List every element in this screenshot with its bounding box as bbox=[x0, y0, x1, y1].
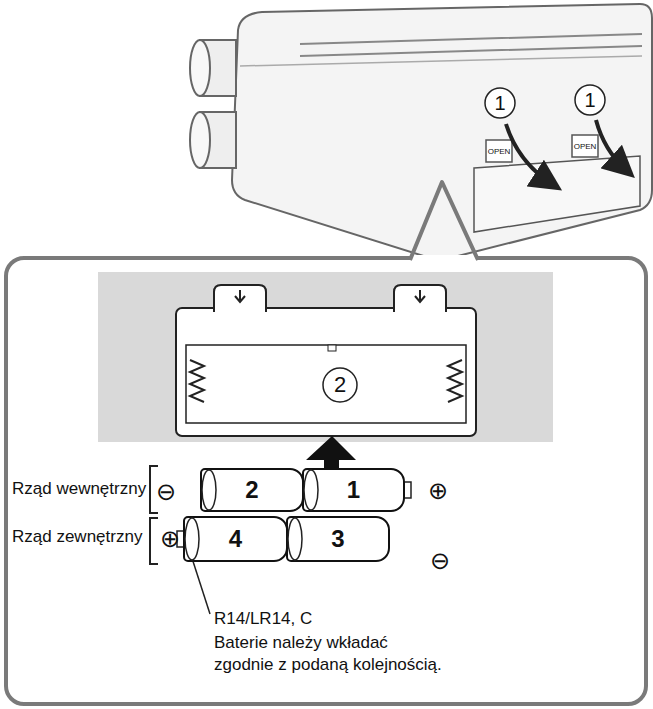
open-mark: OPEN bbox=[482, 146, 516, 158]
open-arrow bbox=[596, 120, 626, 170]
polarity-mark: ⊖ bbox=[426, 547, 454, 575]
battery-door bbox=[474, 156, 640, 232]
row-label: Rząd wewnętrzny bbox=[12, 478, 152, 502]
compartment-tab bbox=[394, 285, 446, 312]
battery-number: 4 bbox=[229, 525, 242, 552]
polarity-mark: ⊖ bbox=[152, 478, 180, 506]
notch bbox=[328, 345, 336, 351]
tab-arrow bbox=[235, 290, 245, 302]
battery-cell: 3 bbox=[286, 516, 390, 562]
polarity-mark: ⊕ bbox=[156, 525, 184, 553]
callout-frame bbox=[6, 258, 646, 704]
tab-arrow bbox=[415, 290, 425, 302]
compartment-tab bbox=[214, 285, 266, 312]
spring bbox=[190, 360, 204, 402]
open-arrow bbox=[506, 124, 552, 184]
knob bbox=[190, 40, 210, 96]
battery-number: 1 bbox=[347, 476, 360, 503]
compartment-inner bbox=[186, 345, 466, 423]
row-label: Rząd zewnętrzny bbox=[12, 526, 152, 550]
battery-type: R14/LR14, C bbox=[214, 608, 514, 630]
callout-circle bbox=[575, 85, 605, 115]
wedge-gap bbox=[412, 255, 476, 261]
polarity-mark: ⊕ bbox=[424, 477, 452, 505]
open-mark: OPEN bbox=[568, 141, 602, 153]
battery-number: 3 bbox=[331, 525, 344, 552]
device-handle bbox=[300, 34, 642, 56]
note: Baterie należy wkładać zgodnie z podaną … bbox=[214, 632, 446, 682]
callout-number: 1 bbox=[575, 85, 605, 115]
battery-terminal bbox=[404, 482, 411, 498]
callout-number: 2 bbox=[323, 368, 357, 402]
callout-circle bbox=[485, 88, 515, 118]
battery-number: 2 bbox=[245, 476, 258, 503]
device-body bbox=[232, 4, 652, 260]
device-edge bbox=[240, 56, 642, 66]
spring bbox=[448, 360, 462, 402]
knob bbox=[190, 112, 210, 168]
panel bbox=[98, 272, 553, 442]
battery-cell: 1 bbox=[302, 468, 405, 512]
callout-wedge bbox=[410, 182, 478, 260]
callout-circle bbox=[323, 368, 357, 402]
battery-cell: 4 bbox=[183, 516, 288, 562]
callout-number: 1 bbox=[485, 88, 515, 118]
battery-compartment bbox=[176, 308, 476, 436]
battery-cell: 2 bbox=[200, 468, 304, 512]
row-bracket bbox=[150, 518, 158, 564]
